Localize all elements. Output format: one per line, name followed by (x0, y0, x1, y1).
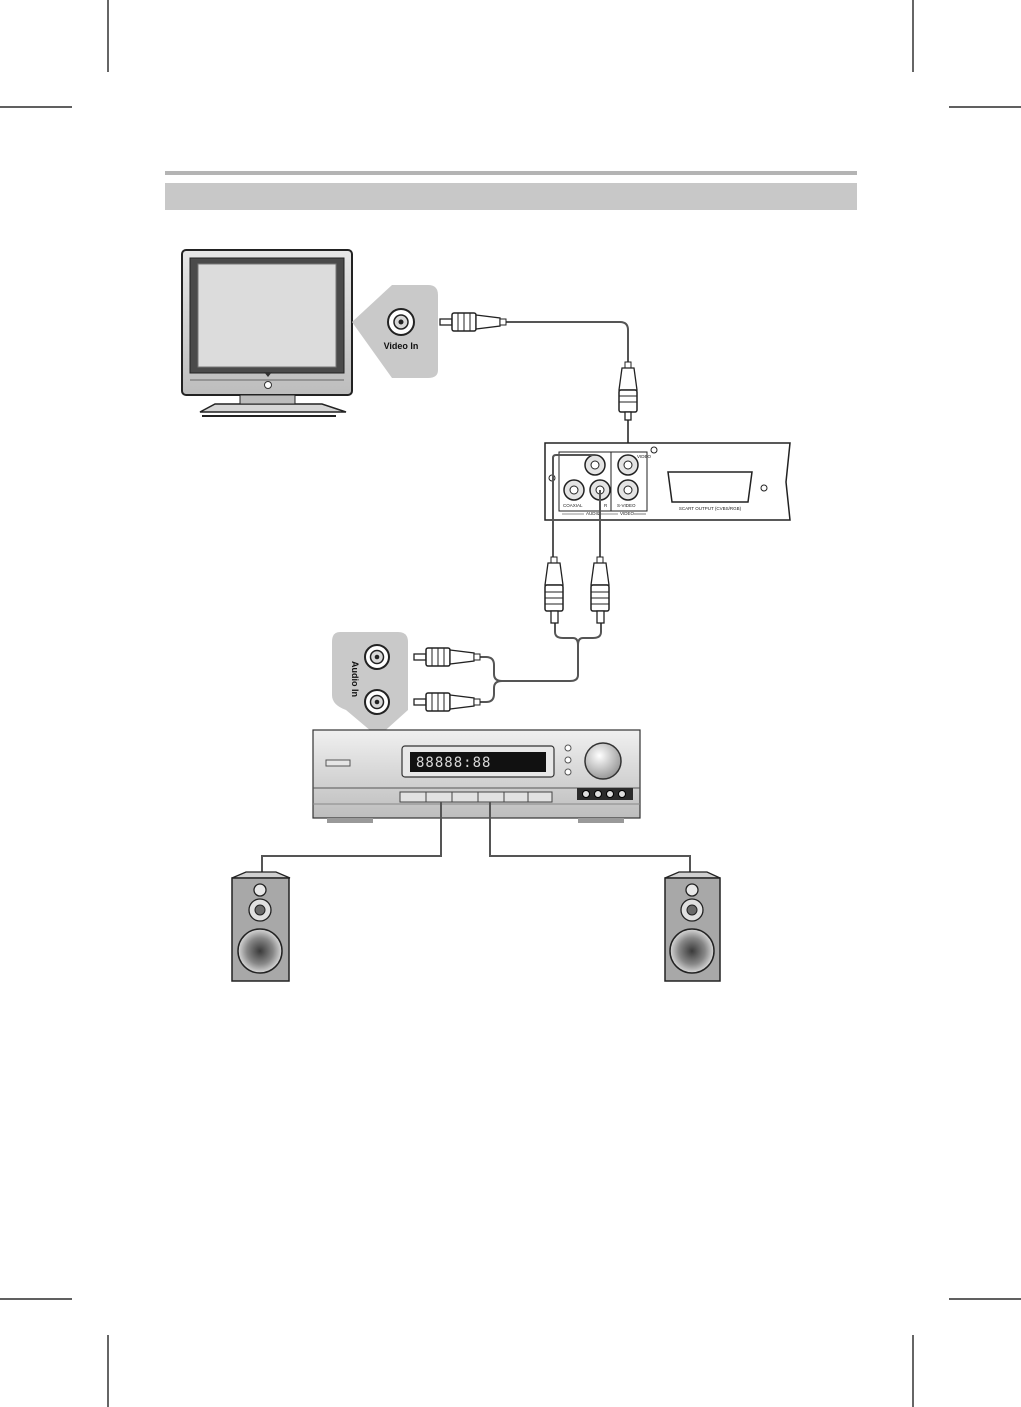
scart-port (667, 471, 753, 503)
speaker-left (231, 871, 291, 982)
woofer (669, 928, 715, 974)
audio-in-callout: Audio In (332, 632, 408, 737)
rca-plug-audio-in-bottom (413, 692, 481, 712)
speaker-right (664, 871, 721, 982)
header-rule (165, 171, 857, 175)
rca-plug-audio-left (544, 556, 564, 624)
r-label: R (604, 503, 608, 508)
rca-plug-audio-right (590, 556, 610, 624)
av-receiver: 88888:88 (312, 729, 641, 823)
svideo-label: S-VIDEO (617, 503, 636, 508)
tv-set (181, 249, 353, 417)
speaker-wires (261, 802, 691, 878)
rca-plug-horizontal (439, 312, 507, 332)
rca-plug-vertical-video (618, 361, 638, 421)
woofer (237, 928, 283, 974)
video-label: VIDEO (620, 511, 635, 516)
video-jack-label: VIDEO (637, 454, 652, 459)
scart-label: SCART OUTPUT (CVBS/RGB) (679, 506, 742, 511)
volume-knob (584, 742, 622, 780)
header-bar (165, 183, 857, 210)
video-in-callout: Video In (352, 285, 438, 378)
video-in-label: Video In (384, 341, 419, 351)
audio-label: AUDIO (586, 511, 601, 516)
receiver-display: 88888:88 (416, 755, 491, 771)
rca-plug-audio-in-top (413, 647, 481, 667)
dvd-back-panel: VIDEO COAXIAL R S-VIDEO AUDIO VIDEO SCAR… (544, 442, 791, 521)
audio-cable-pair (480, 454, 602, 703)
coaxial-label: COAXIAL (563, 503, 583, 508)
audio-in-label: Audio In (350, 661, 360, 697)
video-cable (505, 321, 629, 452)
